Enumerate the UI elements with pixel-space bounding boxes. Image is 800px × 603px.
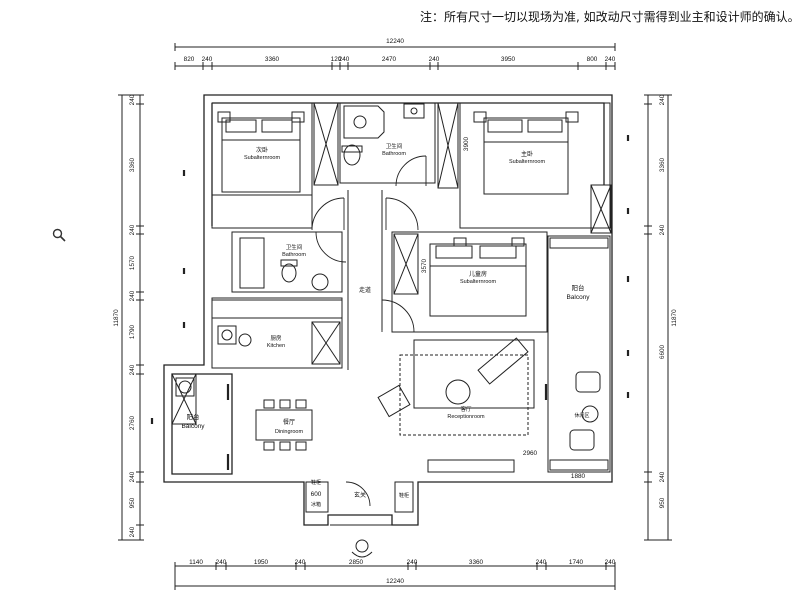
dim-top-5: 2470 xyxy=(382,56,397,63)
dim-child-small: 3570 xyxy=(421,258,428,273)
dim-right-5: 950 xyxy=(659,497,666,508)
living-furniture xyxy=(377,337,601,451)
dim-bottom-0: 1140 xyxy=(189,559,203,566)
dim-right-0: 240 xyxy=(659,94,666,105)
kitchen-label-en: Kitchen xyxy=(267,343,285,349)
dim-bottom-total: 12240 xyxy=(386,578,404,585)
dim-top-3: 120 xyxy=(331,56,342,63)
dim-left-10: 240 xyxy=(129,526,136,537)
dim-left-7: 2760 xyxy=(129,415,136,430)
dim-bottom-3: 240 xyxy=(295,559,306,566)
child-label-en: Subalternroom xyxy=(460,279,496,285)
master-label-cn: 主卧 xyxy=(521,150,533,158)
dining-label-en: Diningroom xyxy=(275,429,304,435)
dim-top-8: 800 xyxy=(587,56,598,63)
design-note: 注：所有尺寸一切以现场为准, 如改动尺寸需得到业主和设计师的确认。 xyxy=(420,10,800,24)
dim-left-9: 950 xyxy=(129,497,136,508)
left-dimensions xyxy=(118,94,144,541)
doors xyxy=(311,155,427,507)
bath2-label-en: Bathroom xyxy=(282,252,306,258)
dim-bottom-8: 1740 xyxy=(569,559,584,566)
right-dimensions xyxy=(644,94,672,541)
child-label-cn: 儿童房 xyxy=(469,270,487,278)
bed-secondary xyxy=(217,111,305,193)
bath1-label-en: Bathroom xyxy=(382,151,406,157)
living-label-cn: 客厅 xyxy=(460,405,472,413)
dim-top-9: 240 xyxy=(605,56,616,63)
leisure-label: 休闲区 xyxy=(574,412,589,419)
dim-bottom-7: 240 xyxy=(536,559,547,566)
balcony-right-label-cn: 阳台 xyxy=(572,283,585,292)
dim-left-6: 240 xyxy=(129,364,136,375)
bed-master xyxy=(473,111,579,195)
dim-left-0: 240 xyxy=(129,94,136,105)
dim-right-4: 240 xyxy=(659,471,666,482)
dim-left-total: 11870 xyxy=(113,309,120,327)
top-dimensions xyxy=(174,43,616,70)
magnifier-icon[interactable] xyxy=(52,228,66,242)
dim-bottom-2: 1950 xyxy=(254,559,269,566)
room-labels: 次卧 Subalternroom 卫生间 Bathroom 主卧 Subalte… xyxy=(181,142,590,508)
dining-table xyxy=(255,399,313,451)
dim-bottom-9: 240 xyxy=(605,559,616,566)
kitchen-fixtures xyxy=(217,325,252,347)
kitchen-label-cn: 厨房 xyxy=(270,334,282,342)
dim-bottom-1: 240 xyxy=(216,559,227,566)
dim-left-4: 240 xyxy=(129,290,136,301)
bedroom2-label-cn: 次卧 xyxy=(256,146,268,154)
vertical-dimension-labels: 240 3360 240 1570 240 1790 240 2760 240 … xyxy=(113,94,678,537)
dim-left-1: 3360 xyxy=(129,157,136,172)
dimension-labels: 12240 820 240 3360 120 240 2470 240 3950… xyxy=(184,38,616,585)
bath2-fixtures xyxy=(239,237,329,291)
dim-top-4: 240 xyxy=(339,56,350,63)
bottom-dimensions xyxy=(174,562,616,590)
dim-bottom-4: 2850 xyxy=(349,559,364,566)
living-label-en: Receptionroom xyxy=(447,414,485,420)
dim-bottom-6: 3360 xyxy=(469,559,484,566)
dim-top-1: 240 xyxy=(202,56,213,63)
dim-top-7: 3950 xyxy=(501,56,516,63)
bedroom2-label-en: Subalternroom xyxy=(244,155,280,161)
corridor-label: 走道 xyxy=(359,286,371,294)
fridge-label: 冰箱 xyxy=(311,501,321,508)
dim-fridge: 600 xyxy=(311,491,322,498)
entry-figure xyxy=(351,539,373,558)
balcony-left-label-en: Balcony xyxy=(181,423,205,430)
dim-right-total: 11870 xyxy=(671,309,678,327)
washer xyxy=(175,377,195,397)
dim-left-3: 1570 xyxy=(129,255,136,270)
dining-label-cn: 餐厅 xyxy=(283,418,295,426)
dim-left-5: 1790 xyxy=(129,324,136,339)
dim-top-total: 12240 xyxy=(386,38,404,45)
dim-top-2: 3360 xyxy=(265,56,280,63)
cabinet-label: 鞋柜 xyxy=(399,492,409,499)
master-label-en: Subalternroom xyxy=(509,159,545,165)
balcony-right-label-en: Balcony xyxy=(566,294,590,301)
dim-right-1: 3360 xyxy=(659,157,666,172)
dim-living-width: 2960 xyxy=(523,450,538,457)
dim-left-8: 240 xyxy=(129,471,136,482)
dim-bath-small: 3900 xyxy=(463,136,470,151)
shoe-cabinet-label: 鞋柜 xyxy=(311,479,321,486)
balcony-left-label-cn: 阳台 xyxy=(187,412,200,421)
dim-right-3: 6600 xyxy=(659,344,666,359)
window-markers xyxy=(150,135,630,470)
bath2-label-cn: 卫生间 xyxy=(286,243,303,251)
interior-walls xyxy=(171,102,612,526)
dim-right-2: 240 xyxy=(659,224,666,235)
bed-child xyxy=(429,237,527,317)
dim-left-2: 240 xyxy=(129,224,136,235)
dim-top-0: 820 xyxy=(184,56,195,63)
bath1-label-cn: 卫生间 xyxy=(386,142,403,150)
dim-balcony-width: 1880 xyxy=(571,473,586,480)
entry-label: 玄关 xyxy=(354,491,366,499)
dim-top-6: 240 xyxy=(429,56,440,63)
bath1-fixtures xyxy=(341,103,425,166)
dim-bottom-5: 240 xyxy=(407,559,418,566)
